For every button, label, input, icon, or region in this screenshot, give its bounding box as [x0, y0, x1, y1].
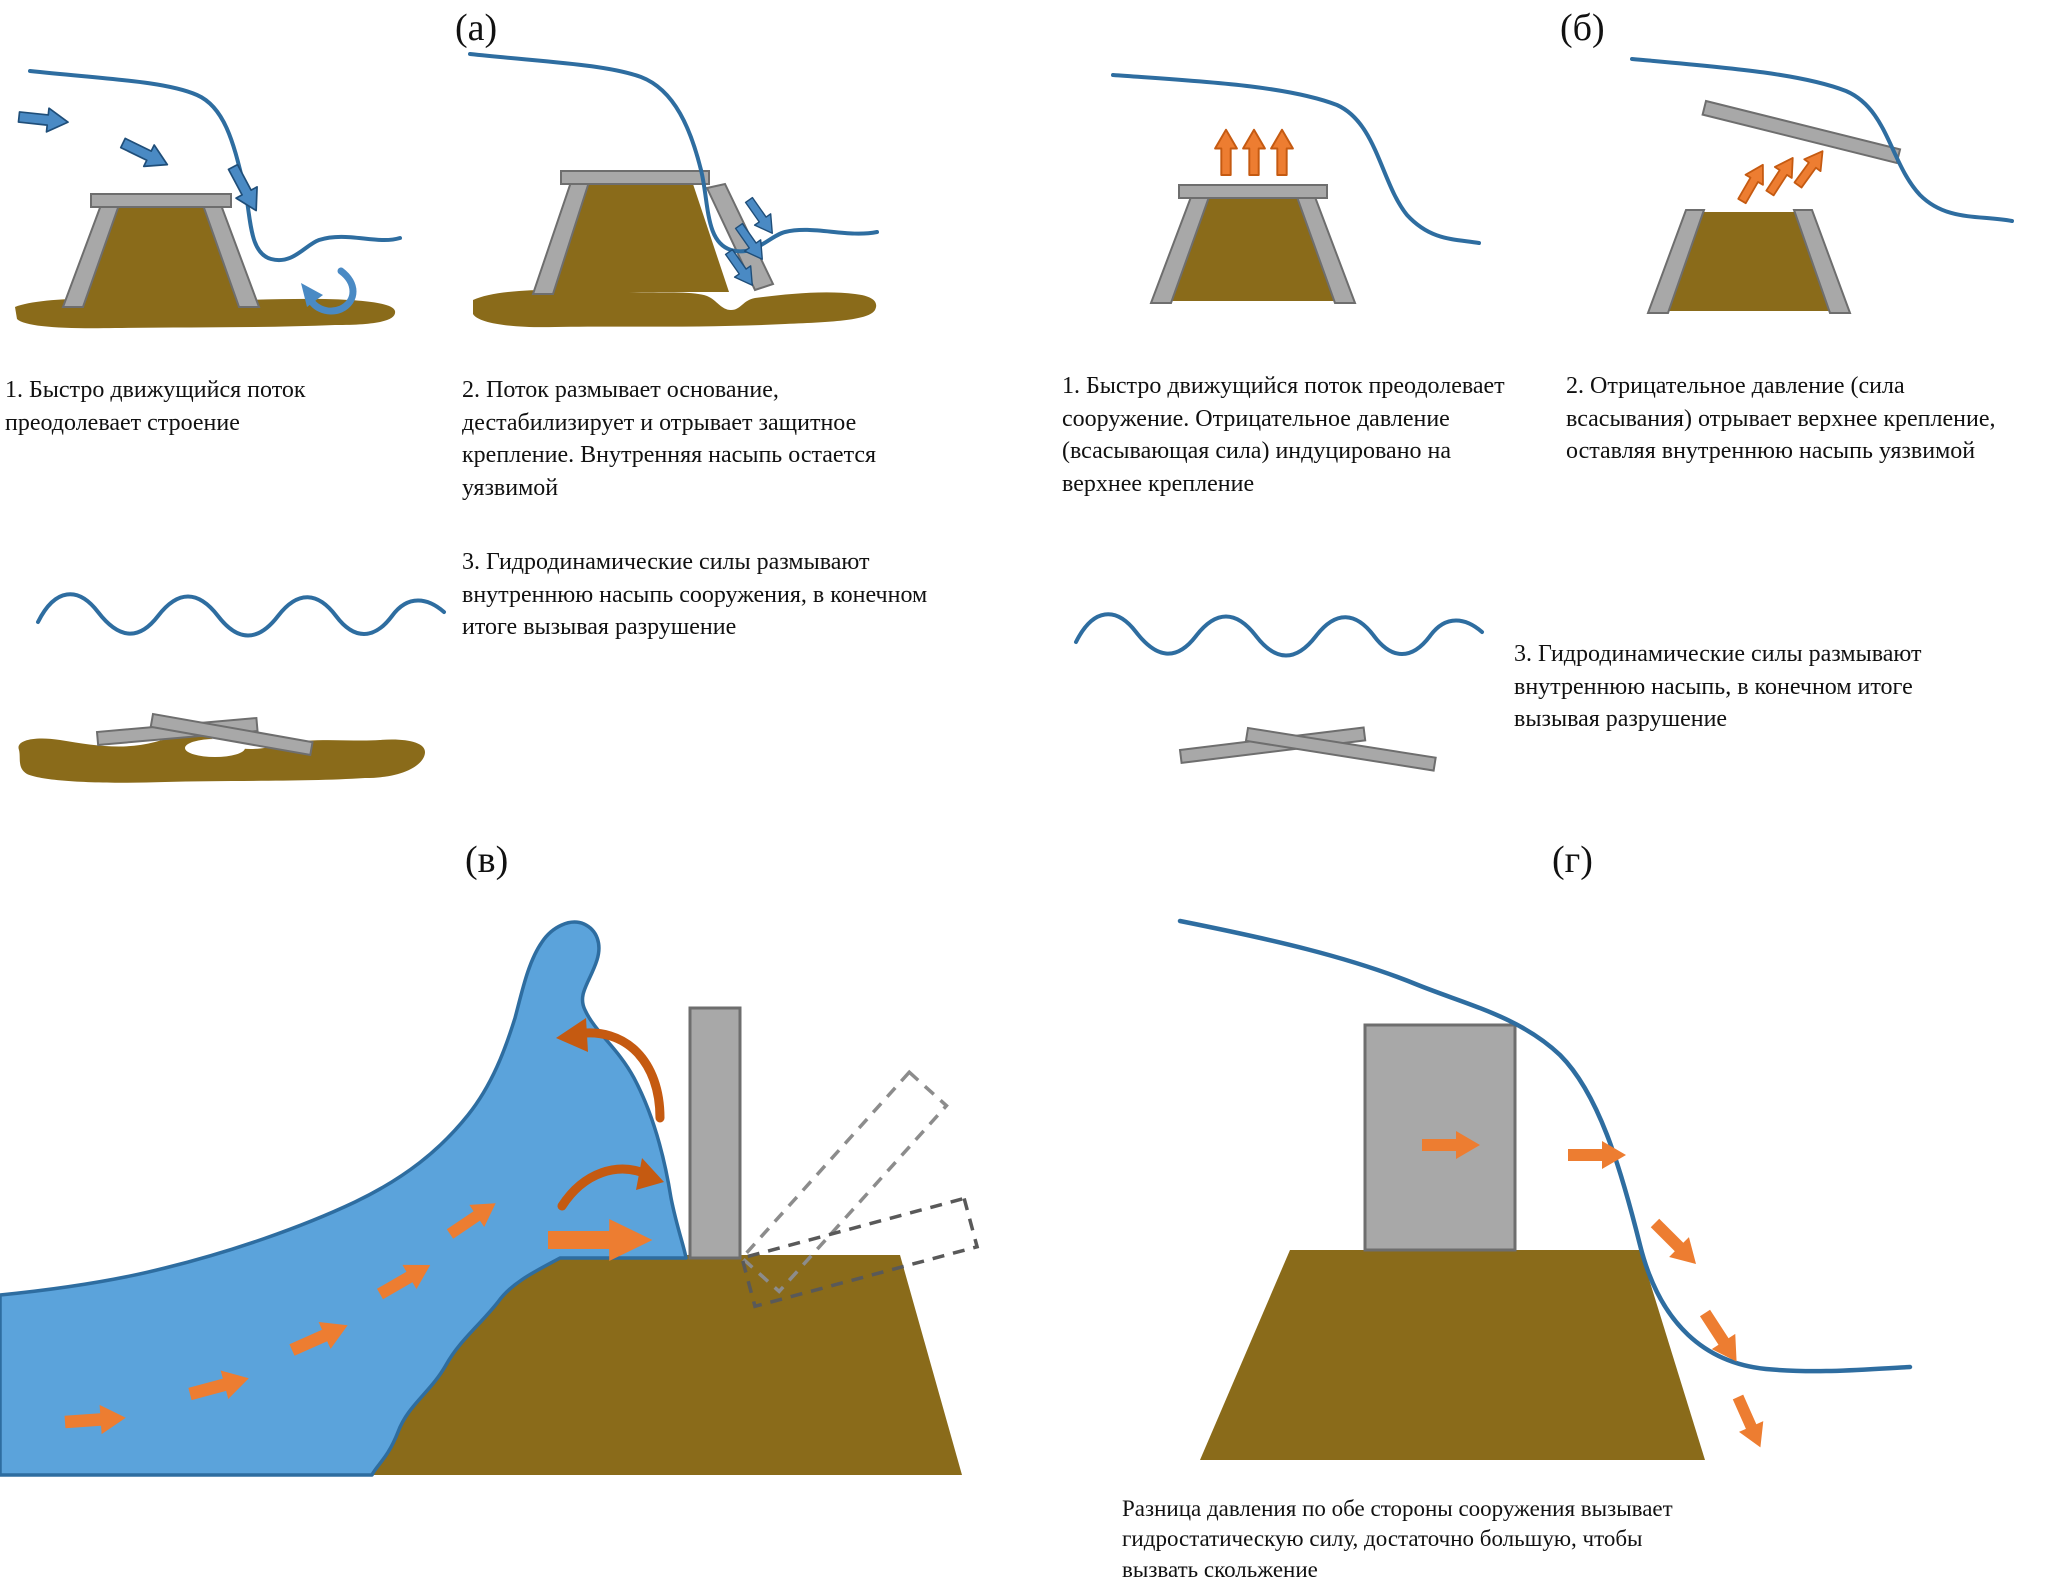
crest-cap [1178, 184, 1328, 199]
flow-arrow [116, 131, 174, 177]
uplift-arrow-head [636, 1158, 664, 1190]
detached-revetment [705, 182, 775, 292]
panel-b-step3-slabs-drawing [1178, 726, 1437, 772]
panel-g-caption: Разница давления по обе стороны сооружен… [1122, 1496, 1673, 1582]
panel-v-label: (в) [465, 839, 509, 881]
panel-a-step1-caption: 1. Быстро движущийся поток преодолевает … [5, 377, 306, 436]
flow-arrow [1725, 1391, 1773, 1453]
water-surface-line [1111, 73, 1481, 245]
suction-arrow [1788, 144, 1832, 192]
embankment-core [1660, 212, 1840, 311]
ground-eroded [473, 289, 877, 328]
embankment-structure [1149, 184, 1357, 304]
embankment-core [69, 207, 255, 305]
tilted-wall-outline [739, 1069, 949, 1294]
suction-arrow [1214, 128, 1238, 176]
wave-line [1074, 612, 1484, 658]
failed-wall-dashed-outlines [739, 1069, 980, 1309]
panel-b-step3-waves-drawing [1074, 612, 1484, 658]
crest-cap [90, 193, 232, 208]
ground [15, 298, 396, 329]
embankment-core [1163, 199, 1343, 301]
eddy-arrow-head [301, 283, 323, 307]
left-revetment [1646, 209, 1706, 314]
embankment-structure [1646, 209, 1852, 314]
panel-g-label: (г) [1552, 839, 1593, 881]
water-surface-line [1177, 918, 1913, 1374]
panel-a-step2-caption: 2. Поток размывает основание, дестабилиз… [462, 377, 877, 501]
panel-a-step1-drawing [15, 69, 402, 329]
embankment-structure [531, 170, 775, 295]
flow-arrow [16, 104, 71, 135]
building-block [1363, 1023, 1517, 1252]
flow-arrows [63, 1018, 665, 1437]
eroded-ground [18, 735, 425, 783]
wave-line [36, 592, 446, 638]
overturned-wall-outline [739, 1196, 980, 1309]
embankment-core [539, 184, 729, 292]
flow-arrow [1645, 1213, 1706, 1274]
seawall [688, 1006, 742, 1260]
flow-arrow [1693, 1305, 1749, 1370]
panel-b-step2-caption: 2. Отрицательное давление (сила всасыван… [1566, 373, 1996, 465]
flow-arrows [16, 104, 357, 315]
suction-arrow [1270, 128, 1294, 176]
overturn-arrow-head [556, 1018, 588, 1052]
lifted-cap [1701, 99, 1902, 165]
panel-b-label: (б) [1560, 7, 1605, 49]
embankment [345, 1255, 962, 1475]
panel-b-step1-caption: 1. Быстро движущийся поток преодолевает … [1062, 373, 1505, 497]
suction-arrow [1242, 128, 1266, 176]
fallen-slab [149, 712, 314, 757]
suction-arrows [1214, 128, 1294, 176]
scour-gap [185, 739, 245, 757]
panel-b-step1-drawing [1111, 73, 1481, 304]
panel-a-step3-caption: 3. Гидродинамические силы размывают внут… [462, 549, 928, 641]
suction-arrows [1732, 144, 1832, 207]
eddy-arrow [305, 267, 357, 315]
crest-cap [560, 170, 710, 185]
water-surface-line [468, 52, 879, 254]
panel-a-step3-waves-drawing [36, 592, 446, 638]
embankment-structure [61, 193, 261, 308]
panel-a-step3-rubble-drawing [18, 712, 425, 783]
suction-arrow [1732, 158, 1773, 207]
panel-v-drawing [0, 920, 980, 1477]
suction-arrow [1760, 151, 1803, 200]
uplift-arrow [557, 1164, 651, 1211]
fallen-slab [1244, 726, 1437, 772]
panel-a-label: (а) [455, 7, 498, 49]
water-surface-line [1630, 57, 2014, 223]
panel-b-step2-drawing [1630, 57, 2014, 314]
embankment [1200, 1250, 1705, 1460]
overturn-arrow [571, 1028, 665, 1123]
panel-g-drawing [1177, 918, 1913, 1460]
panel-b-step3-caption: 3. Гидродинамические силы размывают внут… [1514, 641, 1922, 733]
water-body [0, 920, 688, 1477]
right-revetment [1792, 209, 1852, 314]
panel-a-step2-drawing [468, 52, 879, 328]
